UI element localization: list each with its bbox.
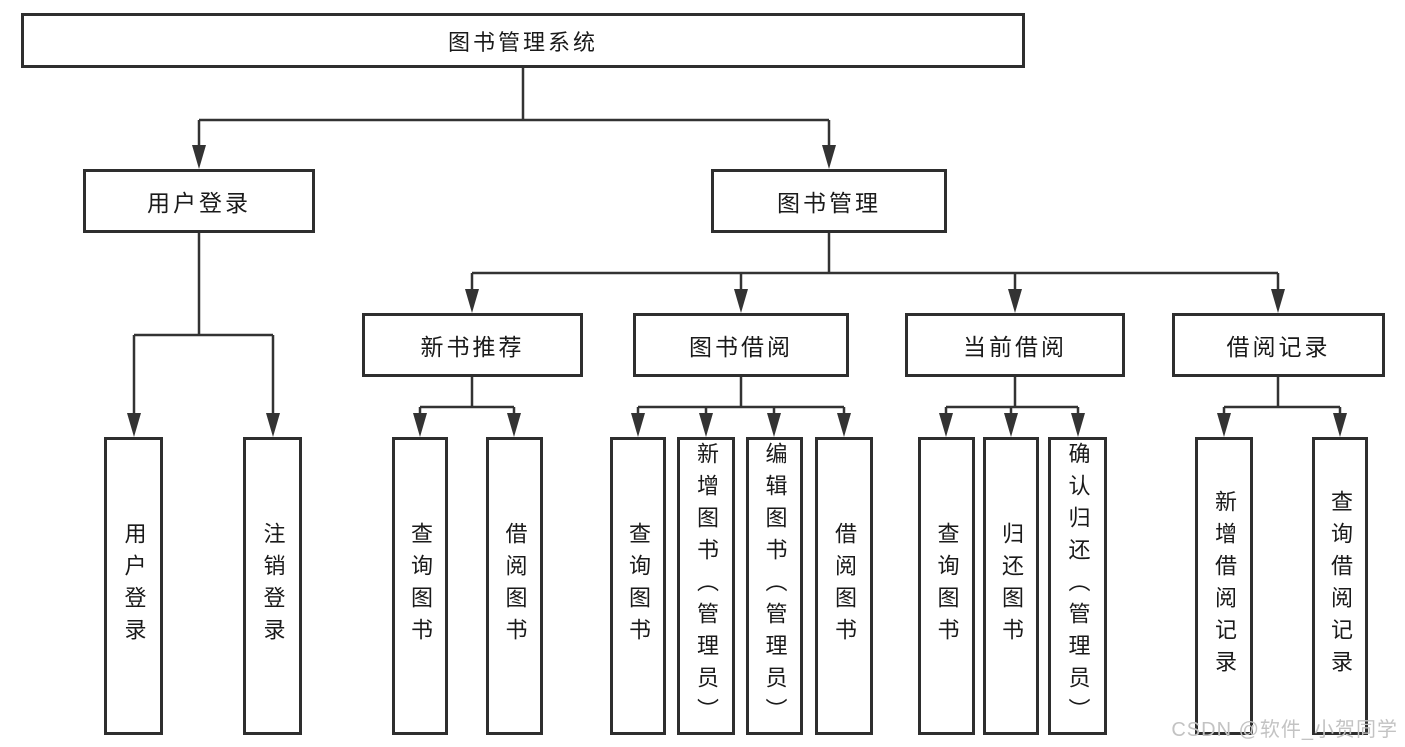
node-leaf-user-login: 用户登录	[104, 437, 163, 735]
arrow-head	[1071, 413, 1085, 437]
leaf-label: 查询图书	[934, 522, 960, 650]
node-leaf-return-book: 归还图书	[983, 437, 1039, 735]
leaf-label: 新增图书（管理员）	[694, 442, 719, 730]
node-leaf-query-books-2: 查询图书	[610, 437, 666, 735]
leaf-label: 借阅图书	[832, 522, 857, 650]
node-library-management-system: 图书管理系统	[21, 13, 1025, 68]
node-leaf-confirm-return-admin: 确认归还（管理员）	[1048, 437, 1107, 735]
node-leaf-logout: 注销登录	[243, 437, 302, 735]
arrow-head	[507, 413, 521, 437]
arrow-head	[939, 413, 953, 437]
arrow-head	[822, 145, 836, 169]
node-borrowing-records: 借阅记录	[1172, 313, 1385, 377]
arrow-head	[734, 289, 748, 313]
connector-new-book-recommend-children	[418, 377, 516, 422]
arrow-head	[413, 413, 427, 437]
arrow-head	[1333, 413, 1347, 437]
node-leaf-query-books-3: 查询图书	[918, 437, 975, 735]
connector-book-management-children	[470, 233, 1280, 298]
node-current-borrowing: 当前借阅	[905, 313, 1125, 377]
leaf-label: 归还图书	[999, 522, 1024, 650]
arrow-head	[631, 413, 645, 437]
arrow-head	[767, 413, 781, 437]
arrow-head	[192, 145, 206, 169]
connector-current-borrowing-children	[944, 377, 1080, 422]
node-leaf-query-borrow-record: 查询借阅记录	[1312, 437, 1368, 735]
connector-book-borrowing-children	[636, 377, 846, 422]
node-book-management: 图书管理	[711, 169, 947, 233]
node-leaf-add-book-admin: 新增图书（管理员）	[677, 437, 735, 735]
arrow-head	[837, 413, 851, 437]
connector-root-to-level2	[197, 68, 831, 155]
connector-user-login-children	[132, 233, 275, 422]
node-leaf-query-books-1: 查询图书	[392, 437, 448, 735]
leaf-label: 新增借阅记录	[1212, 490, 1237, 682]
arrow-head	[1008, 289, 1022, 313]
connector-borrowing-records-children	[1222, 377, 1342, 422]
node-leaf-borrow-books-1: 借阅图书	[486, 437, 543, 735]
node-book-borrowing: 图书借阅	[633, 313, 849, 377]
leaf-label: 借阅图书	[502, 522, 528, 650]
leaf-label: 用户登录	[121, 522, 147, 650]
arrow-head	[127, 413, 141, 437]
leaf-label: 确认归还（管理员）	[1065, 442, 1091, 730]
arrow-head	[1271, 289, 1285, 313]
arrow-head	[465, 289, 479, 313]
csdn-watermark: CSDN @软件_小贺同学	[1171, 719, 1398, 741]
node-leaf-edit-book-admin: 编辑图书（管理员）	[746, 437, 803, 735]
node-leaf-borrow-books-2: 借阅图书	[815, 437, 873, 735]
leaf-label: 注销登录	[260, 522, 286, 650]
leaf-label: 查询借阅记录	[1328, 490, 1353, 682]
arrow-head	[699, 413, 713, 437]
arrow-head	[1217, 413, 1231, 437]
leaf-label: 查询图书	[626, 522, 651, 650]
node-new-book-recommend: 新书推荐	[362, 313, 583, 377]
leaf-label: 编辑图书（管理员）	[762, 442, 788, 730]
arrow-head	[266, 413, 280, 437]
arrow-head	[1004, 413, 1018, 437]
node-user-login: 用户登录	[83, 169, 315, 233]
leaf-label: 查询图书	[408, 522, 433, 650]
node-leaf-add-borrow-record: 新增借阅记录	[1195, 437, 1253, 735]
